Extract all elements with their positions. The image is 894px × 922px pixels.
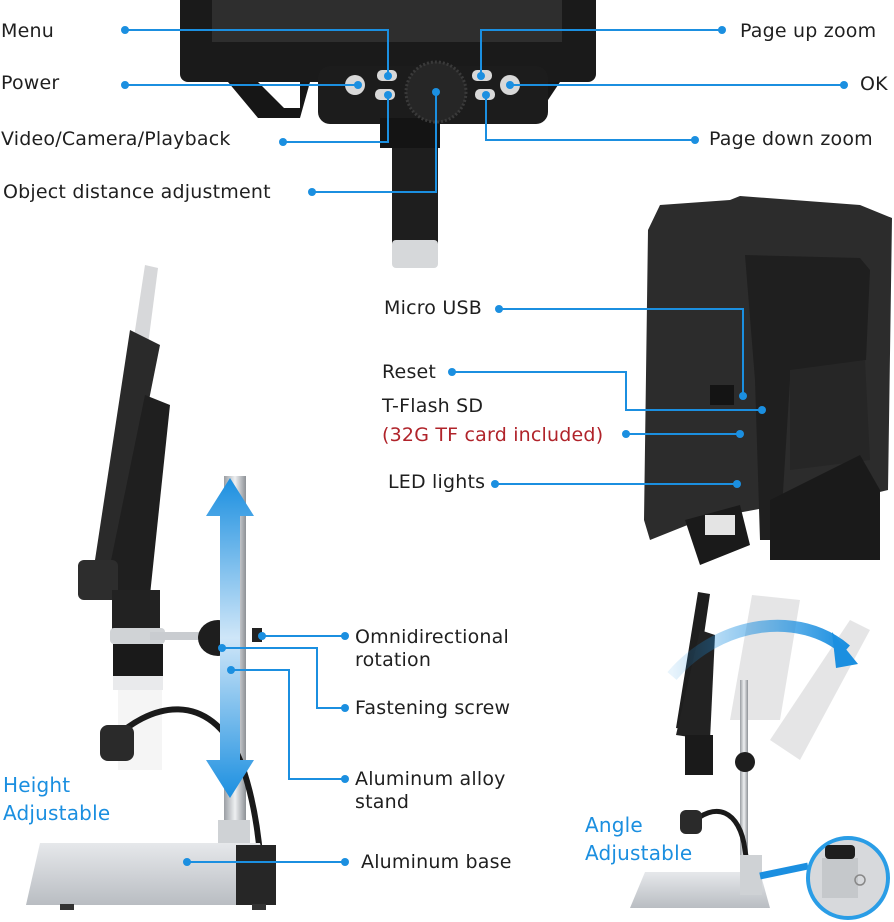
angle-adjustable-title-2: Adjustable: [585, 841, 693, 865]
stand-callouts: [183, 632, 349, 866]
back-device: [644, 196, 892, 565]
angle-adjustable-title-1: Angle: [585, 813, 643, 837]
front-device: [180, 0, 596, 268]
label-menu: Menu: [1, 20, 54, 42]
label-rotation: rotation: [355, 649, 432, 671]
rotation-arrow-icon: [667, 619, 850, 680]
height-adjustable-title-1: Height: [3, 773, 71, 797]
label-omnidirectional: Omnidirectional: [355, 626, 509, 648]
label-video-camera-playback: Video/Camera/Playback: [1, 128, 231, 150]
back-callouts: [448, 305, 766, 488]
label-micro-usb: Micro USB: [384, 297, 482, 319]
label-reset: Reset: [382, 361, 437, 383]
height-adjustable-title-2: Adjustable: [3, 801, 111, 825]
label-led-lights: LED lights: [388, 471, 486, 493]
angle-stand: [630, 592, 890, 920]
label-ok: OK: [860, 73, 888, 95]
label-page-down-zoom: Page down zoom: [709, 128, 873, 150]
front-callouts: [121, 26, 848, 196]
label-object-distance-adjustment: Object distance adjustment: [3, 181, 271, 203]
label-aluminum-base: Aluminum base: [361, 851, 512, 873]
label-page-up-zoom: Page up zoom: [740, 20, 877, 42]
label-t-flash-sd: T-Flash SD: [382, 395, 484, 417]
label-power: Power: [1, 72, 60, 94]
label-stand: stand: [355, 791, 410, 813]
label-aluminum-alloy: Aluminum alloy: [355, 768, 506, 790]
height-arrow-icon: [206, 478, 254, 798]
height-stand: [26, 265, 276, 910]
label-tf-card-included: (32G TF card included): [382, 424, 604, 446]
label-fastening-screw: Fastening screw: [355, 697, 511, 719]
